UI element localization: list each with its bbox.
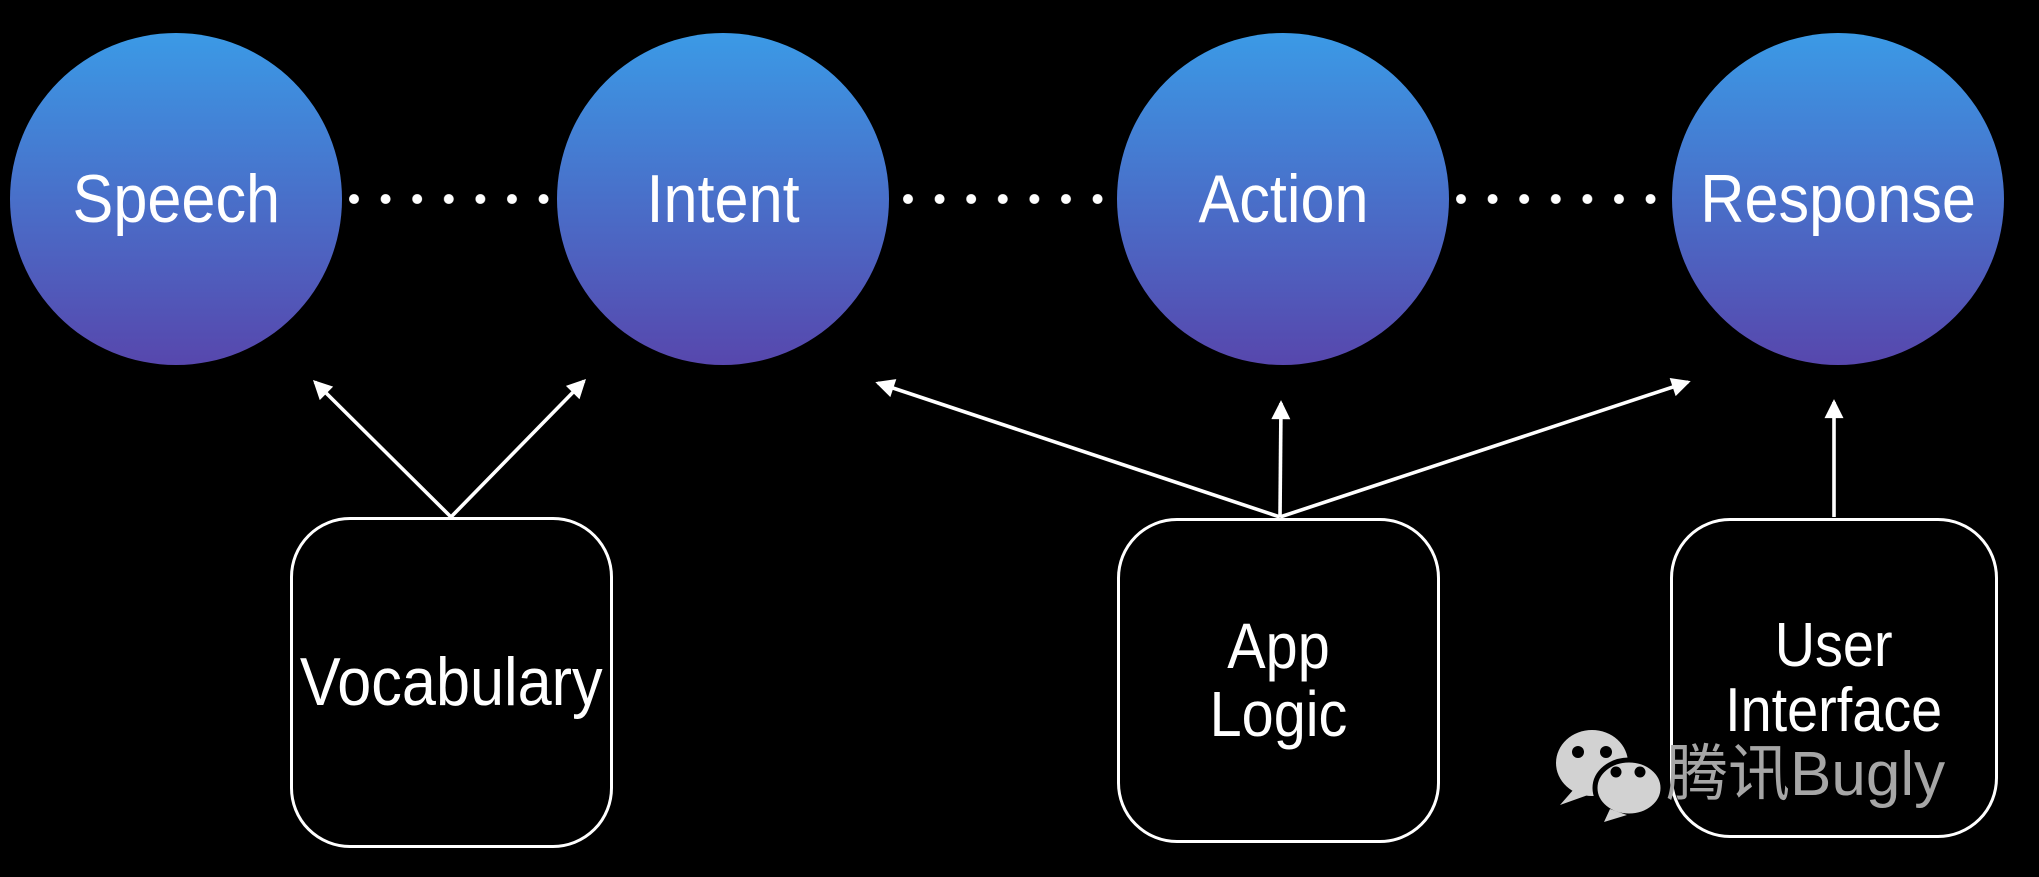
node-action-label: Action	[1197, 161, 1369, 237]
box-user-interface-label: User Interface	[1725, 610, 1943, 745]
watermark-brand: 腾讯Bugly	[1666, 740, 1946, 809]
node-response: Response	[1672, 33, 2004, 365]
node-action: Action	[1117, 33, 1449, 365]
box-app-logic-label: App Logic	[1209, 610, 1348, 750]
node-speech-label: Speech	[72, 161, 280, 237]
dotted-connector-intent-action	[903, 194, 1103, 204]
box-vocabulary: Vocabulary	[290, 517, 613, 848]
dotted-connector-speech-intent	[349, 194, 549, 204]
box-app-logic: App Logic	[1117, 518, 1440, 843]
box-vocabulary-label: Vocabulary	[300, 643, 603, 720]
arrow-app-logic-to-intent	[875, 379, 1281, 519]
node-response-label: Response	[1700, 161, 1976, 237]
wechat-icon	[1556, 730, 1666, 822]
arrow-vocabulary-to-speech	[312, 379, 453, 519]
arrow-app-logic-to-response	[1279, 378, 1691, 519]
node-speech: Speech	[10, 33, 342, 365]
node-intent-label: Intent	[646, 161, 800, 237]
box-user-interface: User Interface	[1670, 518, 1998, 838]
dotted-connector-action-response	[1456, 194, 1656, 204]
arrow-vocabulary-to-intent	[449, 378, 586, 519]
arrow-app-logic-to-action	[1271, 400, 1291, 518]
node-intent: Intent	[557, 33, 889, 365]
